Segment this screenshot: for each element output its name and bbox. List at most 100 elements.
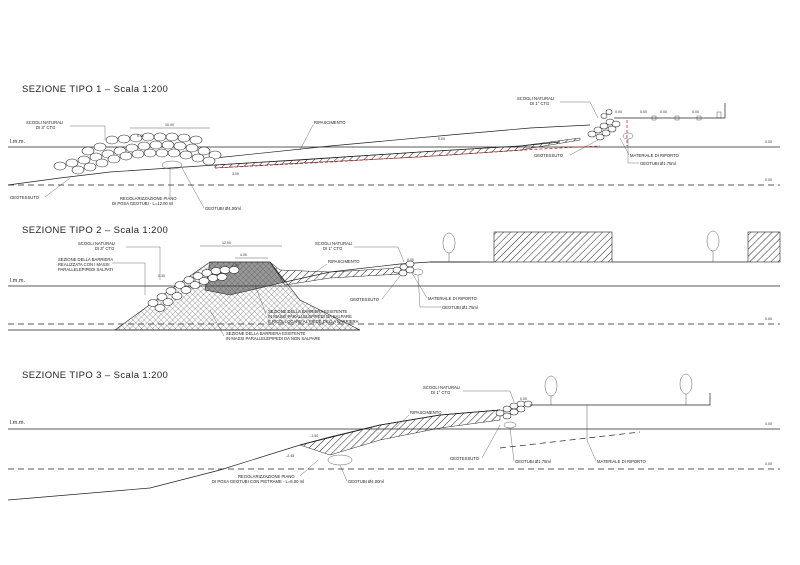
geotube-large [327, 454, 353, 466]
leader [299, 459, 319, 477]
label-regolarizzazione: REGOLARIZZAZIONE PIANO [120, 196, 177, 201]
lmm-label: l.m.m. [10, 420, 25, 426]
rock-barrier-left [147, 266, 240, 312]
leader [354, 246, 405, 263]
dim-depth: 3.00 [232, 172, 239, 176]
bollard [651, 115, 657, 121]
leader [481, 424, 501, 459]
label-materiale: MATERIALE DI RIPORTO [630, 153, 680, 158]
nourishment-top [214, 124, 591, 159]
leader [394, 414, 410, 429]
dim-mid: 0.00 [438, 137, 445, 141]
label-regolarizzazione: DI POSA GEOTUBI CON PIETRAME - L=6.00 ml [212, 479, 304, 484]
label-barriera-salpare: IN MASSI PARALLELEPIPEDI DA SALPARE [268, 314, 352, 319]
leader [126, 246, 161, 280]
tree-icon [706, 230, 720, 252]
dim-width: 12.00 [222, 241, 231, 245]
label-geotessuto: GEOTESSUTO [450, 456, 480, 461]
label-geotubi-small: GEOTUBI Ø1.75ml [442, 305, 478, 310]
dim-label: 0.00 [765, 178, 772, 182]
tree-icon [679, 373, 693, 395]
label-barriera-nuova: SEZIONE DELLA BARRIERA [58, 257, 113, 262]
label-scogli-left: SCOGLI NATURALI [26, 120, 63, 125]
leader [627, 139, 639, 164]
leader [112, 262, 146, 295]
lmm-label: l.m.m. [10, 278, 25, 284]
bollard [696, 115, 702, 121]
label-barriera-esistente: IN MASSI PARALLELEPIPEDI DA NON SALPARE [226, 336, 321, 341]
rock-group-right [392, 260, 415, 277]
label-materiale: MATERIALE DI RIPORTO [597, 459, 647, 464]
rock-barrier-left [53, 132, 222, 175]
label-geotessuto: GEOTESSUTO [350, 297, 380, 302]
dim-right: 0.00 [660, 110, 667, 114]
nourishment-fill [269, 261, 401, 286]
dim-right: 0.00 [615, 110, 622, 114]
section-3: SEZIONE TIPO 3 – Scala 1:200 l.m.m. 0.00… [7, 370, 780, 501]
dim-right: 0.00 [640, 110, 647, 114]
leader [381, 275, 401, 300]
dim-d1: -1.50 [310, 434, 318, 438]
dim-crest: 0.30 [137, 134, 144, 138]
label-barriera-nuova: PARALLELEPIPEDI SALPATI [58, 267, 113, 272]
dim-width: 10.00 [165, 123, 174, 127]
label-materiale: MATERIALE DI RIPORTO [428, 296, 478, 301]
label-scogli-left: DI 3° CTG [36, 125, 55, 130]
rock-group-right [587, 109, 621, 141]
geotube-large [161, 160, 183, 170]
section-2-title: SEZIONE TIPO 2 – Scala 1:200 [22, 225, 168, 236]
label-barriera-salpare: E RICOLLOCARE AL PIEDE DELLA BARRIERA [268, 319, 359, 324]
nourishment-fill [299, 409, 501, 456]
leader [70, 125, 106, 140]
lmm-label: l.m.m. [10, 139, 25, 145]
label-scogli-left: DI 3° CTG [95, 246, 114, 251]
label-scogli-right: DI 1° CTG [323, 246, 342, 251]
geotube-small [503, 421, 517, 429]
bollard [716, 111, 722, 119]
label-ripascimento: RIPASCIMENTO [314, 120, 346, 125]
dim-h2: 0.30 [158, 274, 165, 278]
tree-icon [442, 232, 456, 254]
label-barriera-nuova: REALIZZATA CON I MASSI [58, 262, 110, 267]
dim-sea: 0.00 [765, 140, 772, 144]
label-scogli: DI 1° CTG [431, 390, 450, 395]
geotube-small [622, 132, 634, 140]
label-geotessuto-right: GEOTESSUTO [534, 153, 564, 158]
label-geotessuto-left: GEOTESSUTO [10, 195, 40, 200]
section-2: SEZIONE TIPO 2 – Scala 1:200 l.m.m. 0.00 [8, 225, 781, 341]
building [493, 231, 613, 263]
dim-crest: 4.00 [240, 253, 247, 257]
label-ripascimento: RIPASCIMENTO [328, 259, 360, 264]
seabed-dashed-slope [499, 431, 641, 449]
label-scogli-right: SCOGLI NATURALI [315, 241, 352, 246]
leader [619, 137, 630, 156]
label-regolarizzazione: REGOLARIZZAZIONE PIANO [238, 474, 295, 479]
leader [569, 139, 599, 156]
label-barriera-esistente: SEZIONE DELLA BARRIERA ESISTENTE [226, 331, 306, 336]
leader [44, 177, 71, 198]
section-1-title: SEZIONE TIPO 1 – Scala 1:200 [22, 84, 168, 95]
tree-icon [544, 375, 558, 397]
geotube-small [412, 268, 424, 276]
leader [209, 309, 225, 337]
leader [309, 263, 328, 277]
dim-label: 0.00 [765, 317, 772, 321]
dim-right: 0.00 [407, 258, 414, 262]
dim-label: 0.00 [765, 422, 772, 426]
leader [586, 439, 597, 462]
dim-right: 0.00 [520, 397, 527, 401]
leader [299, 124, 314, 151]
promenade-profile [614, 103, 726, 119]
section-1: SEZIONE TIPO 1 – Scala 1:200 l.m.m. 0.00 [7, 84, 780, 211]
nourishment-fill [214, 137, 581, 169]
geotextile-red-line [214, 145, 601, 169]
building [747, 231, 781, 263]
label-geotubi-big: GEOTUBI Ø4.00ml [348, 479, 384, 484]
leader [254, 284, 267, 315]
bollard [674, 115, 680, 121]
dim-right: 0.00 [692, 110, 699, 114]
label-scogli-left: SCOGLI NATURALI [78, 241, 115, 246]
leader [181, 167, 205, 209]
dim-h1: 2.50 [232, 263, 239, 267]
